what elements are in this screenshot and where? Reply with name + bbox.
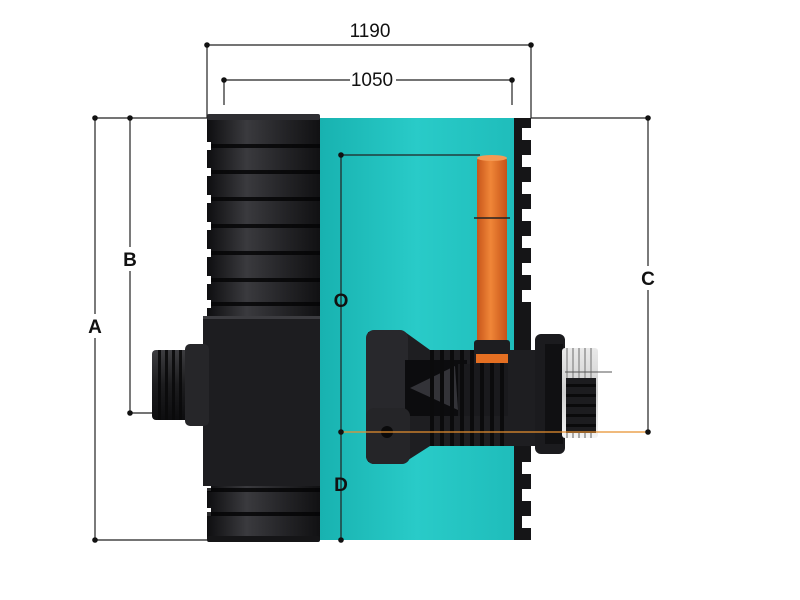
tank-smooth-band: [203, 316, 320, 486]
outlet-assembly: [366, 330, 565, 464]
dimension-b-label: B: [123, 250, 137, 271]
inlet-pipe: [152, 344, 209, 426]
vertical-pipe: [474, 155, 510, 363]
tank-ribs-upper: [207, 144, 320, 306]
dimension-d-label: D: [334, 475, 348, 496]
dimension-o-label: O: [334, 291, 349, 312]
dimension-c-label: C: [641, 269, 655, 290]
tank-body: [203, 114, 532, 542]
dimension-a-label: A: [88, 317, 102, 338]
outlet-pipe: [562, 348, 598, 438]
tank-ribs-lower: [207, 488, 320, 516]
tank-right-wall: [513, 118, 531, 540]
dimension-endpoints: [92, 42, 651, 543]
tank-rib-notches-right: [522, 128, 532, 528]
overall-width-label: 1190: [350, 21, 391, 42]
inner-width-label: 1050: [351, 70, 393, 91]
